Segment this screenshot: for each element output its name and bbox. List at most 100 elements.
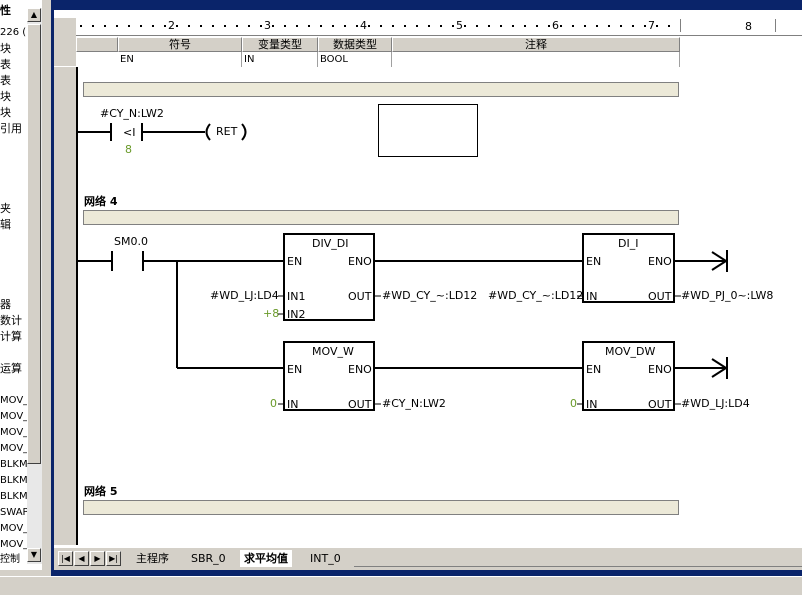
tree-item[interactable]: 引用 [0, 122, 22, 135]
table-cell-comment[interactable] [392, 52, 680, 67]
ruler-tick [488, 25, 490, 27]
tree-scrollbar[interactable]: ▲ ▼ [27, 8, 42, 564]
ruler-tick [188, 25, 190, 27]
ruler-tick [356, 25, 358, 27]
prev-tab-button[interactable]: ◀ [74, 551, 89, 566]
ruler-number: 2 [168, 19, 175, 32]
tree-item[interactable]: 夹 [0, 202, 11, 215]
operand-in[interactable]: #WD_CY_~:LD12 [488, 289, 584, 302]
ruler-corner [54, 18, 76, 66]
panel-splitter[interactable] [42, 0, 51, 576]
ruler-tick [368, 25, 370, 27]
ruler-tick [332, 25, 334, 27]
tree-item[interactable]: 数计 [0, 314, 22, 327]
mov-dw-block[interactable]: MOV_DW EN ENO IN OUT [582, 341, 675, 411]
ladder-editor[interactable] [54, 67, 802, 545]
tree-item[interactable]: 计算 [0, 330, 22, 343]
tree-item[interactable]: 控制 [0, 554, 20, 565]
scroll-thumb[interactable] [27, 24, 41, 464]
pin-en: EN [287, 255, 303, 268]
tree-item[interactable]: 器 [0, 298, 11, 311]
arrow-head [711, 358, 727, 369]
tree-item[interactable]: MOV_ [0, 443, 29, 454]
tree-item[interactable]: BLKM [0, 491, 28, 502]
tree-item[interactable]: 性 [0, 4, 11, 17]
scroll-down-button[interactable]: ▼ [27, 548, 41, 562]
ruler-tick [452, 25, 454, 27]
row-header-bar [54, 67, 78, 545]
selection-box[interactable] [378, 104, 478, 157]
pin-eno: ENO [348, 255, 372, 268]
operand-out[interactable]: #WD_PJ_0~:LW8 [681, 289, 774, 302]
operand-in2[interactable]: +8 [263, 307, 280, 320]
operand-in[interactable]: 0 [270, 397, 277, 410]
tree-item[interactable]: SWAP [0, 507, 29, 518]
first-tab-button[interactable]: |◀ [58, 551, 73, 566]
ruler-number: 8 [745, 20, 752, 33]
column-header-var-type[interactable]: 变量类型 [242, 37, 318, 52]
table-cell-symbol[interactable]: EN [118, 52, 242, 67]
di-i-block[interactable]: DI_I EN ENO IN OUT [582, 233, 675, 303]
tab-int-0[interactable]: INT_0 [310, 552, 341, 565]
block-title: MOV_W [312, 345, 354, 358]
tab-sbr-0[interactable]: SBR_0 [191, 552, 226, 565]
tree-item[interactable]: 表 [0, 58, 11, 71]
status-bar [0, 576, 802, 595]
block-title: DI_I [618, 237, 639, 250]
tree-item[interactable]: 块 [0, 106, 11, 119]
ruler-number: 6 [552, 19, 559, 32]
tree-item[interactable]: MOV_ [0, 523, 29, 534]
pin-out: OUT [348, 290, 372, 303]
column-header-comment[interactable]: 注释 [392, 37, 680, 52]
tree-item[interactable]: BLKM [0, 475, 28, 486]
left-power-rail [76, 67, 78, 545]
mov-w-block[interactable]: MOV_W EN ENO IN OUT [283, 341, 375, 411]
tab-average[interactable]: 求平均值 [240, 550, 292, 567]
operand-in[interactable]: 0 [570, 397, 577, 410]
ruler-tick [608, 25, 610, 27]
column-header-data-type[interactable]: 数据类型 [318, 37, 392, 52]
tree-item[interactable]: BLKM [0, 459, 28, 470]
network-comment[interactable] [83, 82, 679, 97]
div-di-block[interactable]: DIV_DI EN ENO IN1 OUT IN2 [283, 233, 375, 321]
variable-table[interactable]: 符号 变量类型 数据类型 注释 EN IN BOOL [76, 37, 680, 67]
operand-out[interactable]: #WD_CY_~:LD12 [382, 289, 478, 302]
last-tab-button[interactable]: ▶| [106, 551, 121, 566]
pin-eno: ENO [348, 363, 372, 376]
ruler-tick [212, 25, 214, 27]
network-title: 网络 4 [84, 195, 118, 208]
tree-item[interactable]: 表 [0, 74, 11, 87]
ruler-tick [572, 25, 574, 27]
arrow-head [711, 260, 727, 271]
table-cell-data-type[interactable]: BOOL [318, 52, 392, 67]
tree-item[interactable]: 运算 [0, 362, 22, 375]
tree-item[interactable]: 块 [0, 90, 11, 103]
ruler-number: 4 [360, 19, 367, 32]
tree-item[interactable]: MOV_ [0, 427, 29, 438]
ruler-tick [392, 25, 394, 27]
table-cell-var-type[interactable]: IN [242, 52, 318, 67]
compare-value: 8 [125, 143, 132, 156]
network-comment[interactable] [83, 500, 679, 515]
operand-out[interactable]: #WD_LJ:LD4 [681, 397, 750, 410]
coil-right [241, 123, 247, 141]
ruler-tick [236, 25, 238, 27]
ruler-tick [440, 25, 442, 27]
tree-item[interactable]: 226 ( [0, 27, 27, 38]
column-header-symbol[interactable]: 符号 [118, 37, 242, 52]
tree-item[interactable]: MOV_ [0, 395, 29, 406]
pin-out: OUT [648, 398, 672, 411]
network-comment[interactable] [83, 210, 679, 225]
scroll-up-button[interactable]: ▲ [27, 8, 41, 22]
operand-in1[interactable]: #WD_LJ:LD4 [210, 289, 279, 302]
tree-item[interactable]: 辑 [0, 218, 11, 231]
pin-en: EN [586, 363, 602, 376]
tab-main[interactable]: 主程序 [136, 552, 169, 565]
tree-item[interactable]: MOV_ [0, 411, 29, 422]
tree-item[interactable]: MOV_ [0, 539, 29, 550]
tree-item[interactable]: 块 [0, 42, 11, 55]
operand-out[interactable]: #CY_N:LW2 [382, 397, 446, 410]
ruler-tick [176, 25, 178, 27]
next-tab-button[interactable]: ▶ [90, 551, 105, 566]
